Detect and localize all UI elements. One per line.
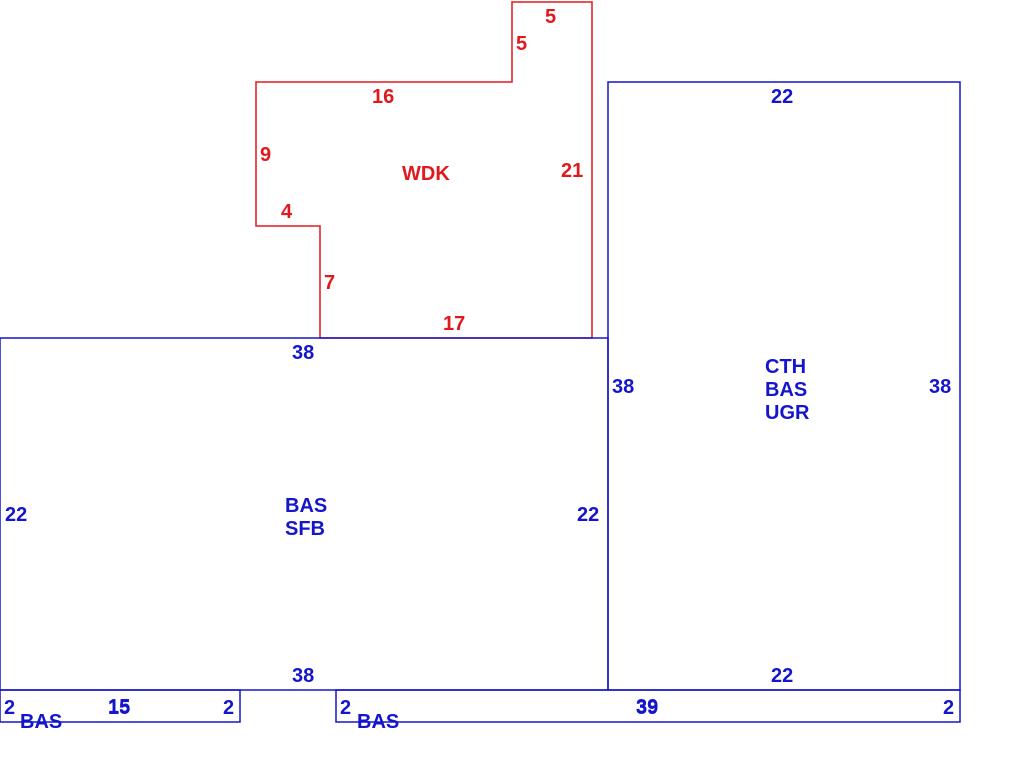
strip-right-outline (335, 689, 961, 723)
cth-dim-top: 22 (771, 86, 793, 108)
cth-dim-bottom: 22 (771, 665, 793, 687)
strip-left-dim-right: 2 (223, 697, 234, 719)
bas-sfb-dim-left: 22 (5, 504, 27, 526)
wdk-outline (255, 1, 593, 339)
wdk-dim-bottom: 17 (443, 313, 465, 335)
strip-right-name: BAS (357, 711, 399, 733)
cth-name-line1: CTH (765, 356, 806, 378)
cth-dim-left: 38 (612, 376, 634, 398)
strip-right-dim-left: 2 (340, 697, 351, 719)
wdk-dim-right: 21 (561, 160, 583, 182)
strip-right-dim-top-b: 39 (636, 697, 658, 719)
strip-left-name: BAS (20, 711, 62, 733)
wdk-dim-left-upper: 9 (260, 144, 271, 166)
cth-name-line2: BAS (765, 379, 807, 401)
strip-left-outline (0, 689, 241, 723)
cth-name-line3: UGR (765, 402, 810, 424)
strip-right-dim-top-a: 39 (636, 696, 658, 718)
bas-sfb-name-line1: BAS (285, 495, 327, 517)
wdk-dim-top-small: 5 (545, 6, 556, 28)
wdk-dim-left-lower: 7 (324, 272, 335, 294)
bas-sfb-dim-right: 22 (577, 504, 599, 526)
wdk-dim-notch: 4 (281, 201, 293, 223)
bas-sfb-dim-top: 38 (292, 342, 314, 364)
strip-left-dim-left: 2 (4, 697, 15, 719)
wdk-name: WDK (402, 163, 450, 185)
bas-sfb-name-line2: SFB (285, 518, 325, 540)
wdk-dim-step-small: 5 (516, 33, 527, 55)
bas-sfb-dim-bottom: 38 (292, 665, 314, 687)
cth-dim-right: 38 (929, 376, 951, 398)
wdk-dim-top-long: 16 (372, 86, 394, 108)
strip-right-dim-right: 2 (943, 697, 954, 719)
strip-left-dim-top-a: 15 (108, 696, 130, 718)
strip-left-dim-top-b: 15 (108, 697, 130, 719)
